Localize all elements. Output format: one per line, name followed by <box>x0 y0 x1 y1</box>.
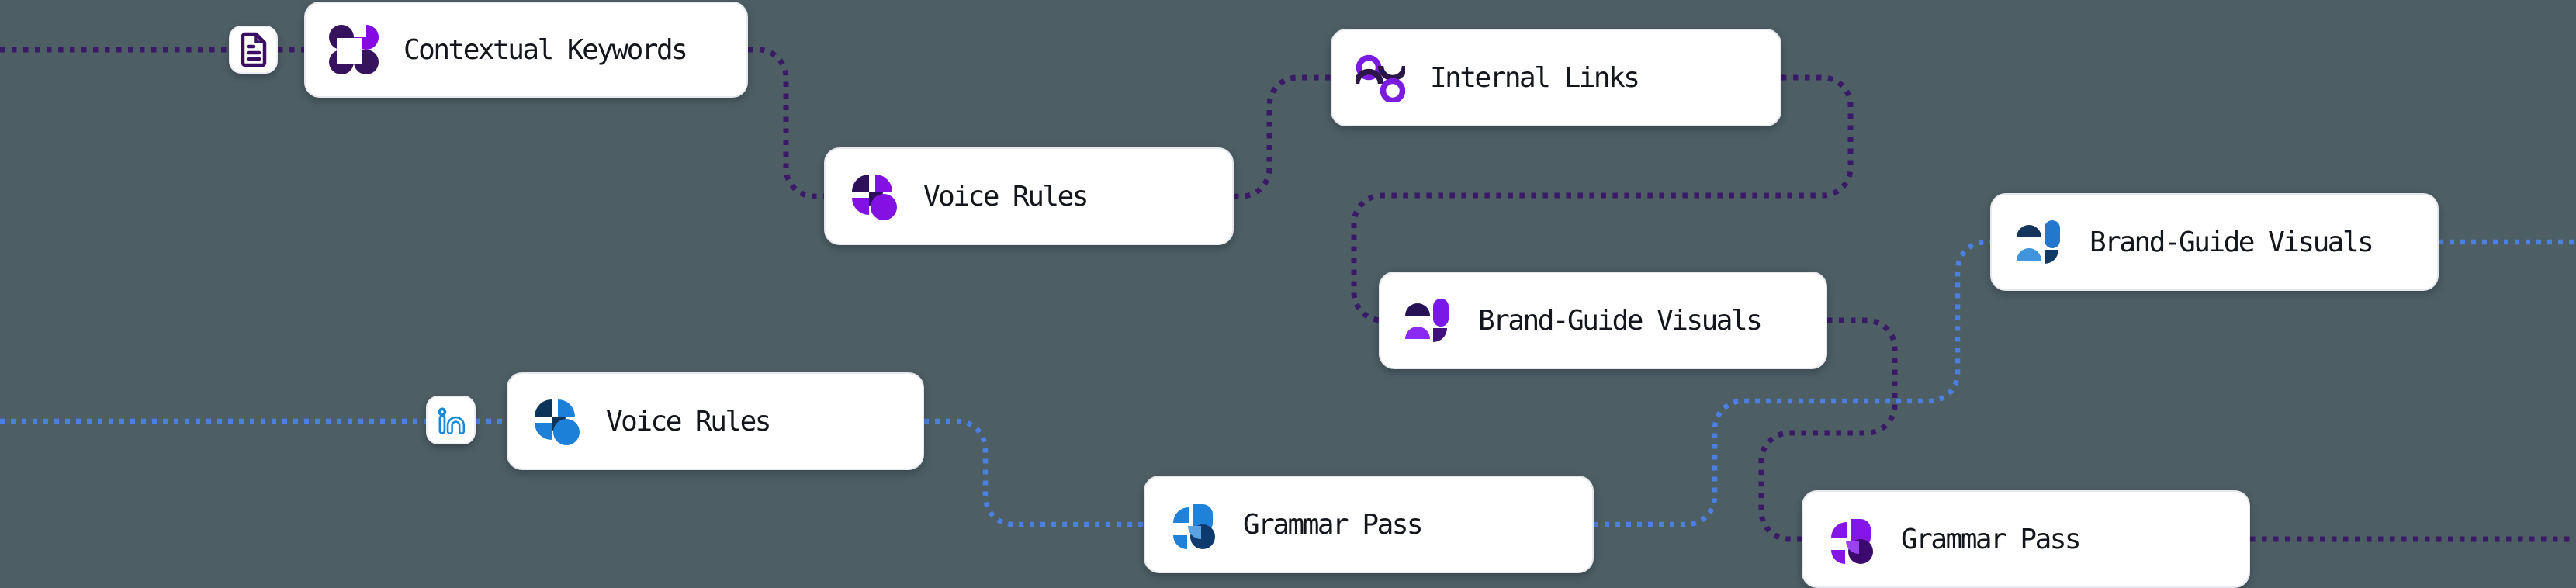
node-grammar-pass-blue[interactable]: Grammar Pass <box>1144 476 1594 573</box>
node-brand-guide-visuals-blue[interactable]: Brand-Guide Visuals <box>1990 193 2439 291</box>
node-grammar-pass-purple[interactable]: Grammar Pass <box>1802 490 2250 588</box>
petal-mark-icon <box>1404 296 1453 345</box>
linkedin-icon <box>435 404 467 437</box>
node-label: Contextual Keywords <box>403 33 688 66</box>
edge-purple-internal-links-to-brand-guide-visuals <box>1351 74 1854 323</box>
node-label: Voice Rules <box>606 405 771 438</box>
node-label: Internal Links <box>1430 61 1640 94</box>
cluster-mark-icon <box>1169 500 1218 549</box>
badge-source-document[interactable] <box>229 26 278 74</box>
node-label: Brand-Guide Visuals <box>2090 226 2374 258</box>
node-voice-rules-purple[interactable]: Voice Rules <box>824 147 1234 245</box>
steps-mark-icon <box>531 396 581 446</box>
cluster-mark-icon <box>1826 514 1876 564</box>
node-label: Grammar Pass <box>1243 508 1424 541</box>
steps-mark-icon <box>849 171 898 221</box>
links-mark-icon <box>1356 53 1405 102</box>
node-label: Grammar Pass <box>1901 523 2082 555</box>
edge-purple-contextual-keywords-to-voice-rules <box>748 47 824 199</box>
node-internal-links[interactable]: Internal Links <box>1331 29 1781 126</box>
node-label: Brand-Guide Visuals <box>1478 304 1763 337</box>
node-label: Voice Rules <box>923 180 1089 213</box>
node-brand-guide-visuals-purple[interactable]: Brand-Guide Visuals <box>1379 272 1827 369</box>
edge-purple-voice-rules-to-internal-links <box>1234 74 1331 199</box>
edge-blue-voice-rules-to-grammar-pass <box>924 418 1144 527</box>
badge-source-linkedin[interactable] <box>426 396 476 444</box>
petal-mark-icon <box>2015 217 2065 267</box>
edge-blue-grammar-pass-to-brand-guide-visuals <box>1594 239 1990 527</box>
node-contextual-keywords[interactable]: Contextual Keywords <box>304 2 748 98</box>
flower-mark-icon <box>329 25 379 74</box>
edge-purple-brand-guide-visuals-to-grammar-pass <box>1758 317 1898 542</box>
document-icon <box>238 31 269 68</box>
node-voice-rules-blue[interactable]: Voice Rules <box>507 372 924 470</box>
